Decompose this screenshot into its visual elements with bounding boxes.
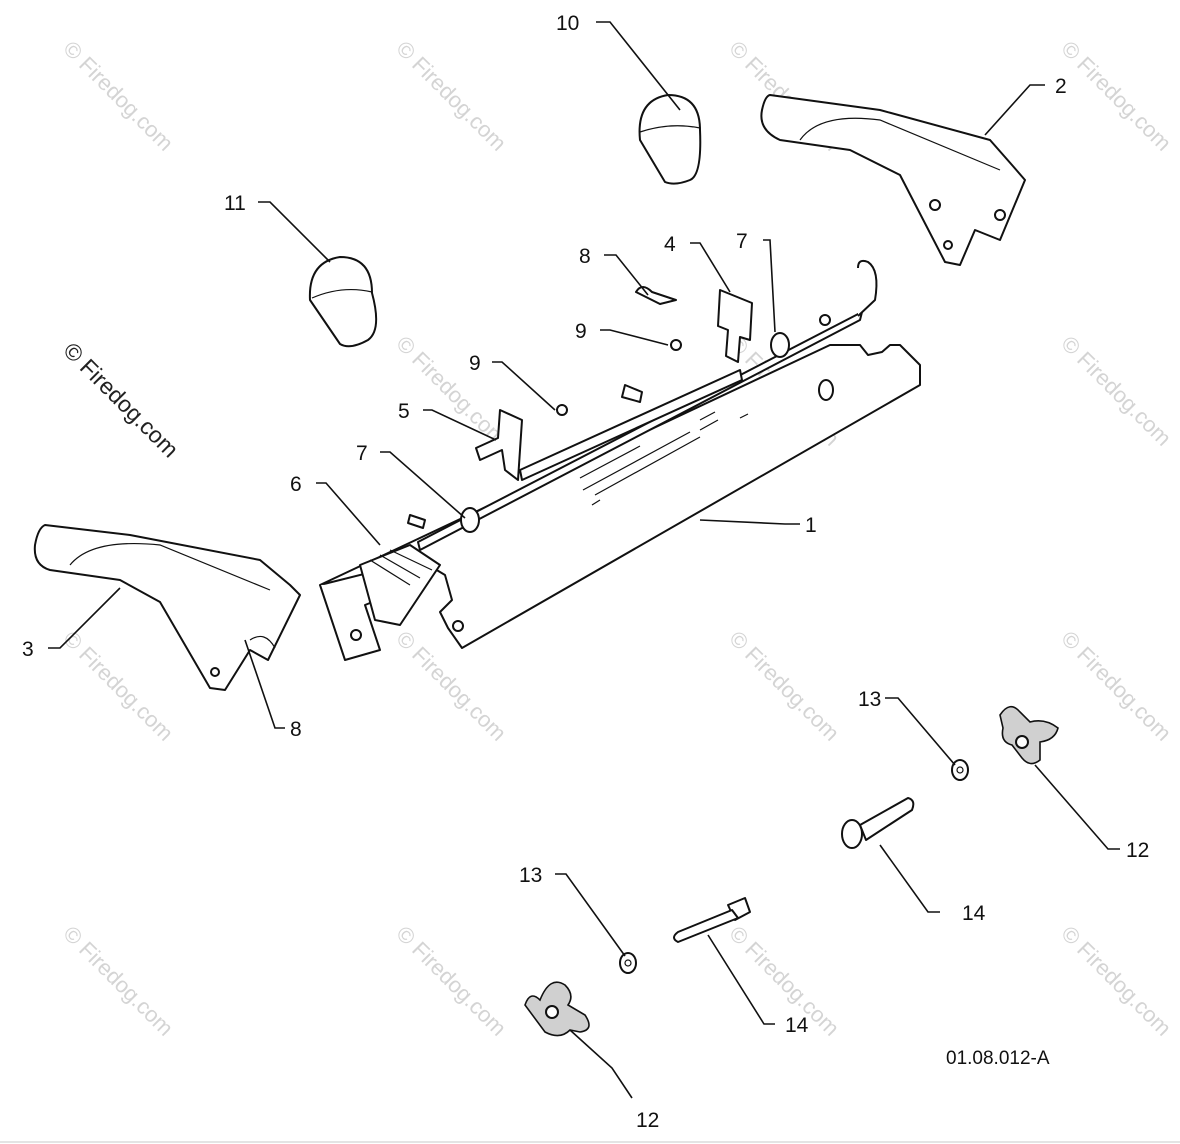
watermark: © Firedog.com — [1056, 331, 1176, 451]
callout-14: 14 — [785, 1014, 809, 1037]
part-12-star-knob-upper[interactable] — [999, 705, 1059, 765]
watermark: © Firedog.com — [1056, 921, 1176, 1041]
part-3-handle-left[interactable] — [33, 524, 301, 691]
part-8-clip — [635, 286, 677, 305]
callout-labels: 10 2 11 8 4 7 9 9 5 7 6 1 3 8 13 12 14 1… — [22, 12, 1149, 1132]
part-9-nut — [556, 404, 568, 416]
watermark: © Firedog.com — [724, 626, 844, 746]
part-1-bracket-plate[interactable] — [319, 344, 921, 661]
callout-6: 6 — [290, 473, 302, 496]
watermark-main: © Firedog.com — [58, 337, 183, 462]
callout-10: 10 — [556, 12, 579, 35]
drawing-reference-code: 01.08.012-A — [946, 1048, 1050, 1069]
part-5-bracket — [475, 409, 523, 481]
callout-7: 7 — [736, 230, 748, 253]
callout-8: 8 — [290, 718, 302, 741]
part-9-nut — [670, 339, 682, 351]
watermark: © Firedog.com — [1056, 626, 1176, 746]
callout-7: 7 — [356, 442, 368, 465]
callout-12: 12 — [636, 1109, 659, 1132]
callout-13: 13 — [858, 688, 881, 711]
callout-3: 3 — [22, 638, 34, 661]
callout-2: 2 — [1055, 75, 1067, 98]
rod-assembly[interactable] — [359, 259, 878, 626]
callout-13: 13 — [519, 864, 542, 887]
part-6-linkage — [359, 544, 441, 626]
part-4-bracket — [717, 289, 753, 363]
callout-11: 11 — [224, 192, 246, 215]
watermark: © Firedog.com — [391, 331, 511, 451]
watermark: © Firedog.com — [391, 626, 511, 746]
callout-5: 5 — [398, 400, 410, 423]
part-13-washer-lower[interactable] — [619, 952, 637, 974]
part-14-bolt-lower[interactable] — [673, 897, 751, 943]
watermark: © Firedog.com — [58, 921, 178, 1041]
part-12-star-knob-lower[interactable] — [524, 981, 590, 1037]
leader-lines — [48, 21, 1120, 1099]
callout-9: 9 — [469, 352, 481, 375]
watermark: © Firedog.com — [58, 626, 178, 746]
watermark: © Firedog.com — [1056, 36, 1176, 156]
part-7-bushing — [770, 332, 790, 358]
watermark: © Firedog.com — [391, 36, 511, 156]
part-7-bushing — [460, 507, 480, 533]
part-14-bolt-upper[interactable] — [841, 797, 915, 849]
callout-8: 8 — [579, 245, 591, 268]
callout-14: 14 — [962, 902, 986, 925]
part-2-handle-right[interactable] — [760, 94, 1026, 266]
callout-4: 4 — [664, 233, 676, 256]
clip-hardware[interactable] — [556, 286, 682, 416]
part-10-knob[interactable] — [638, 94, 702, 185]
part-11-knob[interactable] — [308, 256, 378, 348]
part-13-washer-upper[interactable] — [951, 759, 969, 781]
callout-9: 9 — [575, 320, 587, 343]
callout-1: 1 — [805, 514, 817, 537]
watermark: © Firedog.com — [391, 921, 511, 1041]
callout-12: 12 — [1126, 839, 1149, 862]
watermark: © Firedog.com — [58, 36, 178, 156]
